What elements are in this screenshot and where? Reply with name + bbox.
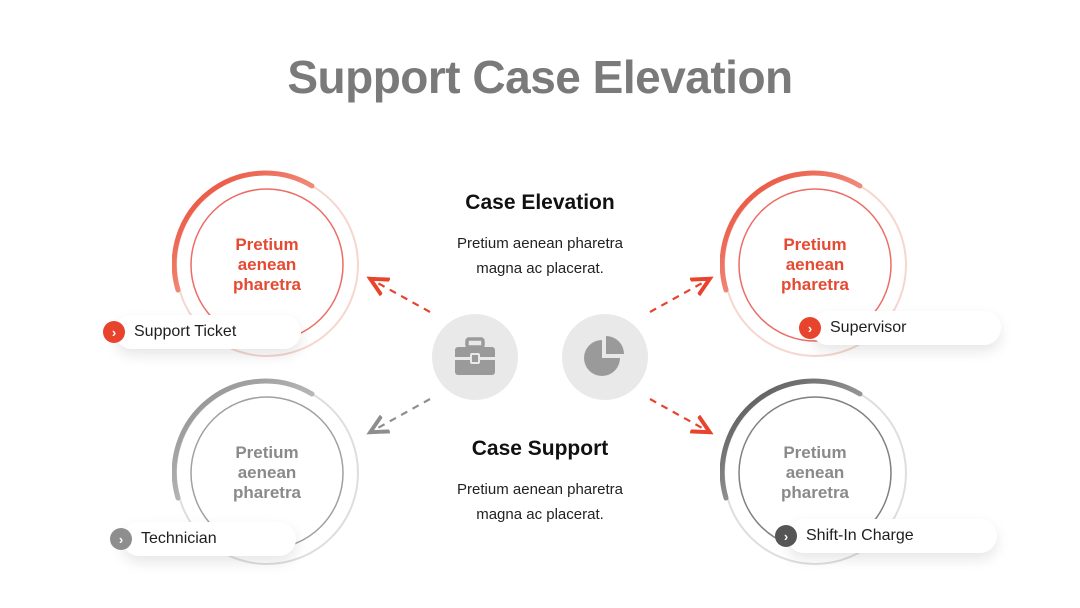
chevron-right-icon: ›: [110, 528, 132, 550]
pie-chart-icon-circle: [562, 314, 648, 400]
ring-text: Pretium aenean pharetra: [780, 235, 850, 294]
briefcase-icon-circle: [432, 314, 518, 400]
label-shift-in-charge: › Shift-In Charge: [775, 519, 997, 553]
ring-support-ticket: Pretium aenean pharetra: [172, 170, 362, 360]
heading-case-support: Case Support: [471, 437, 609, 460]
ring-shift-in-charge: Pretium aenean pharetra: [720, 378, 910, 568]
page-title: Support Case Elevation: [287, 51, 793, 103]
ring-text: Pretium aenean pharetra: [780, 443, 850, 502]
arrow-top-left: [376, 282, 431, 313]
arrow-top-right: [649, 282, 704, 313]
desc-line: magna ac placerat.: [476, 506, 604, 523]
heading-case-elevation: Case Elevation: [465, 191, 615, 214]
ring-supervisor: Pretium aenean pharetra: [720, 170, 910, 360]
label-text: Supervisor: [830, 319, 907, 336]
chevron-right-icon: ›: [775, 525, 797, 547]
label-support-ticket: › Support Ticket: [103, 315, 301, 349]
label-text: Shift-In Charge: [806, 527, 914, 544]
ring-technician: Pretium aenean pharetra: [172, 378, 362, 568]
chevron-right-icon: ›: [103, 321, 125, 343]
ring-text: Pretium aenean pharetra: [232, 443, 302, 502]
chevron-right-icon: ›: [799, 317, 821, 339]
pie-chart-icon: [584, 336, 624, 376]
label-text: Support Ticket: [134, 323, 237, 340]
ring-graphic: [720, 170, 907, 357]
arrow-bottom-left: [376, 398, 431, 429]
arrow-bottom-right: [649, 398, 704, 429]
desc-line: Pretium aenean pharetra: [457, 235, 623, 252]
label-text: Technician: [141, 530, 217, 547]
desc-line: magna ac placerat.: [476, 260, 604, 277]
desc-case-support: Pretium aenean pharetra magna ac placera…: [410, 477, 670, 527]
desc-line: Pretium aenean pharetra: [457, 481, 623, 498]
briefcase-icon: [455, 337, 495, 375]
label-technician: › Technician: [110, 522, 296, 556]
label-supervisor: › Supervisor: [799, 311, 1001, 345]
ring-text: Pretium aenean pharetra: [232, 235, 302, 294]
desc-case-elevation: Pretium aenean pharetra magna ac placera…: [410, 231, 670, 281]
